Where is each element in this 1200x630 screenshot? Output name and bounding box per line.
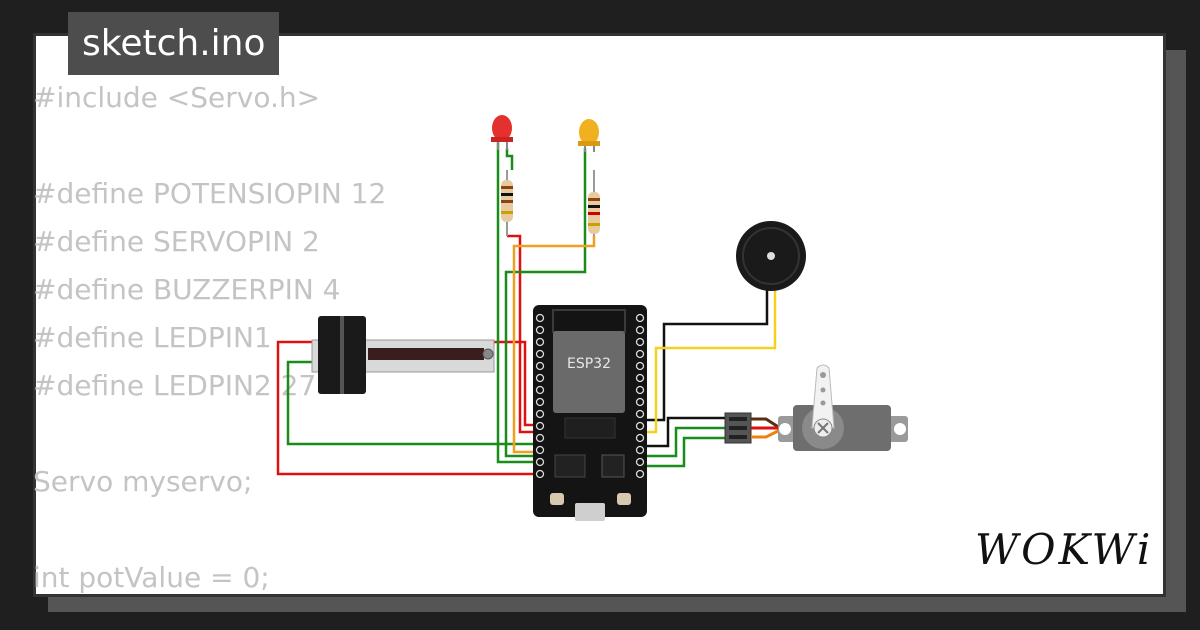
code-line-7: #define LEDPIN2 27: [33, 369, 317, 402]
wire-green-servo-2: [640, 436, 725, 468]
wire-green-led1: [496, 142, 540, 464]
wire-black-buzzer: [640, 285, 769, 422]
buzzer[interactable]: [736, 221, 806, 291]
slide-potentiometer[interactable]: [311, 316, 495, 394]
code-line-11: int potValue = 0;: [33, 561, 270, 594]
file-tab[interactable]: sketch.ino: [68, 12, 280, 75]
wire-green-pot: [286, 360, 540, 446]
esp32-label: ESP32: [567, 356, 611, 372]
led-yellow[interactable]: [578, 119, 600, 152]
code-line-6: #define LEDPIN1: [33, 321, 281, 354]
code-line-5: #define BUZZERPIN 4: [33, 273, 341, 306]
wire-orange-led2: [512, 236, 596, 454]
code-line-4: #define SERVOPIN 2: [33, 225, 320, 258]
wire-green-servo-1: [640, 426, 725, 458]
wire-yellow-buzzer: [640, 285, 777, 434]
code-line-9: Servo myservo;: [33, 465, 253, 498]
wokwi-logo: WOKWi: [975, 525, 1154, 574]
code-preview: #include <Servo.h> #define POTENSIOPIN 12…: [33, 74, 386, 602]
resistor-1[interactable]: [501, 170, 513, 236]
wire-black-servo: [640, 416, 725, 448]
wire-red-led1: [507, 234, 540, 434]
wire-green-led1-b: [505, 148, 514, 170]
wires: [276, 142, 777, 476]
code-line-1: #include <Servo.h>: [33, 81, 321, 114]
esp32-board[interactable]: ESP32: [533, 305, 647, 521]
wire-green-led2: [504, 148, 587, 458]
led-red[interactable]: [491, 115, 513, 150]
esp32-pins-right: [635, 313, 645, 479]
code-line-3: #define POTENSIOPIN 12: [33, 177, 387, 210]
esp32-pins-left: [535, 313, 545, 479]
servo-motor[interactable]: [778, 364, 908, 451]
resistor-2[interactable]: [588, 170, 600, 236]
